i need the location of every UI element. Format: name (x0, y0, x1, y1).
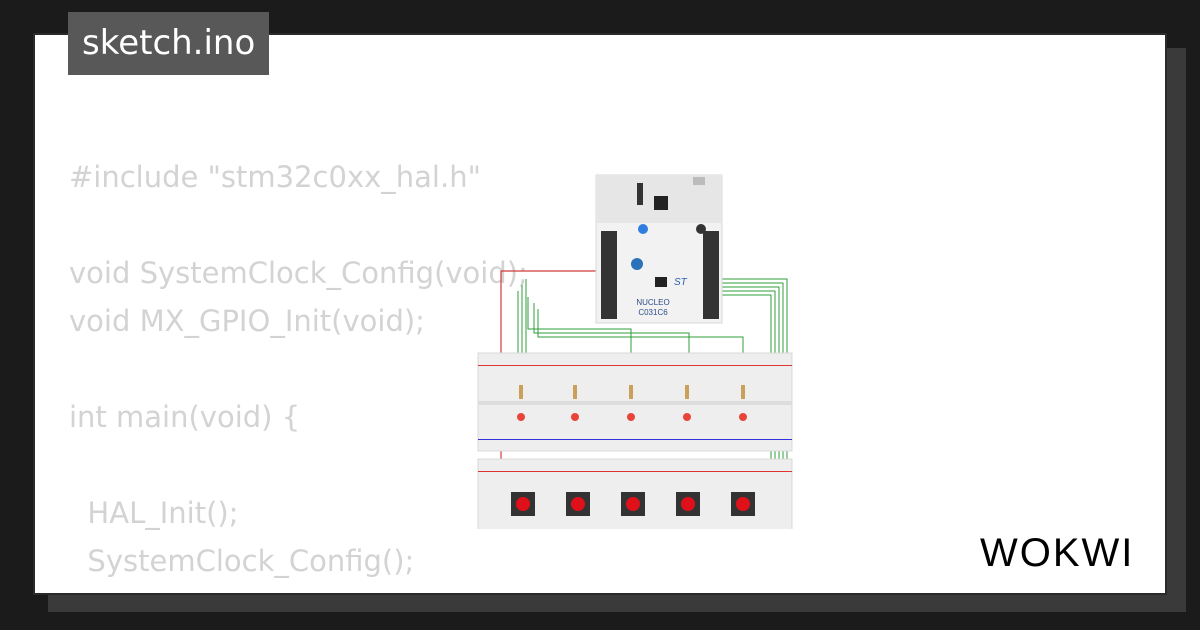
st-logo: ST (674, 277, 688, 288)
wokwi-logo: WOKWI (980, 531, 1134, 575)
nucleo-board: ST NUCLEO C031C6 (595, 174, 723, 324)
code-preview: #include "stm32c0xx_hal.h"void SystemClo… (69, 153, 528, 593)
file-name-tag: sketch.ino (68, 12, 270, 75)
code-line: SystemClock_Config(); (69, 544, 415, 578)
breadboard-top (477, 352, 793, 452)
code-line: int main(void) { (69, 400, 301, 434)
code-line: MX_GPIO_Init(); (69, 585, 528, 593)
preview-card: #include "stm32c0xx_hal.h"void SystemClo… (33, 33, 1167, 595)
code-line: void MX_GPIO_Init(void); (69, 304, 425, 338)
code-line: void SystemClock_Config(void); (69, 256, 528, 290)
wokwi-logo-text: WOKWI (980, 531, 1134, 575)
leds (517, 413, 747, 421)
code-line: HAL_Init(); (69, 496, 239, 530)
circuit-diagram: ST NUCLEO C031C6 (477, 174, 793, 529)
push-buttons (511, 492, 755, 516)
resistors-top (519, 385, 745, 399)
code-line: #include "stm32c0xx_hal.h" (69, 160, 481, 194)
board-label-line2: C031C6 (638, 308, 668, 317)
board-label-line1: NUCLEO (636, 298, 669, 307)
